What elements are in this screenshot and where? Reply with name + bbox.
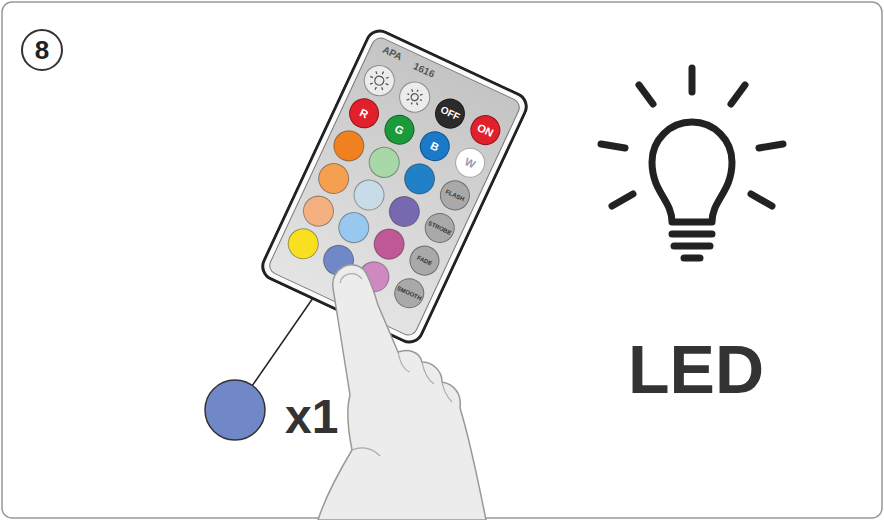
remote-button: FLASH (434, 175, 474, 215)
color-button (364, 142, 404, 182)
light-ray (639, 85, 653, 104)
color-button (318, 240, 358, 280)
light-ray (751, 194, 772, 206)
remote-panel (266, 35, 521, 338)
button-label: OFF (438, 104, 460, 122)
step-number-circle: 8 (21, 29, 63, 71)
light-ray (601, 144, 625, 148)
color-buttons (283, 60, 470, 296)
color-button (399, 158, 439, 198)
remote-button: OFF (430, 93, 470, 133)
color-button (328, 125, 368, 165)
light-ray (759, 144, 783, 148)
brightness-button (394, 77, 434, 117)
remote-button: G (379, 109, 419, 149)
light-ray (612, 194, 633, 206)
color-button (283, 223, 323, 263)
color-button (384, 191, 424, 231)
button-label: SMOOTH (396, 284, 422, 301)
color-button (349, 175, 389, 215)
bulb-base (672, 234, 712, 258)
button-label: FLASH (444, 188, 465, 202)
light-ray (689, 68, 696, 92)
remote-button: ON (465, 110, 505, 150)
color-button (298, 191, 338, 231)
remote-button: STROBE (419, 208, 459, 248)
remote-button: R (344, 93, 384, 133)
remote-button: SMOOTH (389, 273, 429, 313)
pointing-hand (318, 265, 486, 520)
hand-creases (352, 352, 452, 456)
finger-nail (340, 274, 362, 283)
button-label: R (358, 106, 370, 119)
sun-icon (366, 67, 393, 94)
brightness-button (359, 60, 399, 100)
button-swatch (205, 380, 265, 440)
remote-button: FADE (404, 240, 444, 280)
remote-casing (258, 26, 531, 346)
button-label: G (393, 122, 405, 136)
quantity-label: x1 (285, 393, 338, 441)
remote-button: W (450, 142, 490, 182)
bulb-glass (652, 122, 732, 222)
color-button (353, 256, 393, 296)
button-label: ON (475, 121, 495, 138)
remote-button: B (414, 126, 454, 166)
led-label: LED (628, 335, 764, 403)
step-number: 8 (35, 37, 49, 63)
bulb-icon (601, 68, 783, 258)
button-label: W (463, 155, 477, 169)
light-ray (731, 85, 745, 104)
button-label: B (428, 139, 440, 152)
color-button (313, 158, 353, 198)
color-button (369, 224, 409, 264)
model-label: 1616 (411, 61, 435, 79)
button-label: STROBE (427, 219, 452, 235)
button-label: FADE (415, 254, 432, 266)
color-button (333, 207, 373, 247)
model-label: APA (380, 44, 403, 62)
sun-icon (404, 86, 425, 107)
